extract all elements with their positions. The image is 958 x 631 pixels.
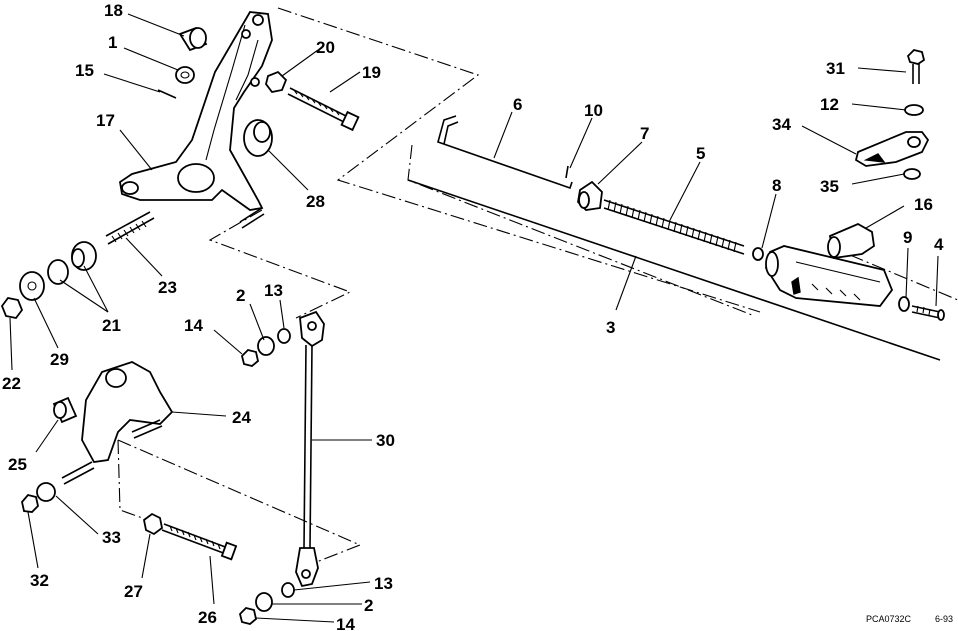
callout-34: 34 (772, 115, 791, 134)
callout-10: 10 (584, 101, 603, 120)
callout-27: 27 (124, 582, 143, 601)
ring-8 (752, 247, 764, 261)
cap-28 (243, 119, 273, 157)
callout-6: 6 (513, 95, 522, 114)
leader-lines (9, 13, 939, 623)
callout-7: 7 (640, 124, 649, 143)
callout-29: 29 (50, 350, 69, 369)
callout-31: 31 (826, 59, 845, 78)
callout-23: 23 (158, 278, 177, 297)
bolt-19 (265, 70, 360, 132)
phantom-lines (117, 7, 958, 571)
callout-5: 5 (696, 144, 705, 163)
lever-34 (854, 131, 930, 167)
callout-35: 35 (820, 177, 839, 196)
callout-9: 9 (903, 228, 912, 247)
bushing-18 (178, 26, 208, 52)
callout-21: 21 (102, 316, 121, 335)
bushing-25 (52, 396, 78, 424)
pin-15 (157, 89, 177, 99)
callout-17: 17 (96, 111, 115, 130)
lower-lever-24 (61, 361, 174, 485)
callout-12: 12 (820, 95, 839, 114)
callout-14-upper: 14 (184, 316, 203, 335)
bushing-21 (47, 241, 97, 285)
washer-13-lower (281, 582, 295, 598)
callout-16: 16 (914, 195, 933, 214)
bent-rod-6 (437, 115, 573, 190)
callout-2-upper: 2 (236, 286, 245, 305)
callout-25: 25 (8, 455, 27, 474)
callout-24: 24 (232, 408, 251, 427)
washer-29 (19, 271, 45, 301)
washer-9 (898, 296, 910, 312)
callout-14-lower: 14 (336, 615, 355, 631)
bolt-26 (143, 512, 238, 561)
figure-date: 6-93 (935, 614, 953, 624)
nut-14-lower (239, 607, 257, 625)
callout-3: 3 (606, 318, 615, 337)
callout-8: 8 (772, 176, 781, 195)
bellcrank-lever (119, 11, 273, 229)
nut-14-upper (241, 349, 259, 367)
washer-35 (903, 168, 921, 180)
figure-code: PCA0732C (866, 614, 912, 624)
nut-32 (21, 493, 39, 513)
nut-22 (0, 297, 24, 319)
callout-18: 18 (104, 1, 123, 20)
callout-19: 19 (362, 63, 381, 82)
callout-22: 22 (2, 374, 21, 393)
callout-32: 32 (30, 571, 49, 590)
spring-5 (603, 199, 745, 255)
callout-33: 33 (102, 528, 121, 547)
callout-4: 4 (934, 235, 944, 254)
callout-28: 28 (306, 192, 325, 211)
callout-26: 26 (198, 608, 217, 627)
washer-1 (175, 66, 195, 84)
washer-2-upper (257, 336, 275, 356)
callout-13-upper: 13 (264, 281, 283, 300)
nut-7 (577, 180, 603, 211)
washer-33 (36, 482, 56, 502)
callout-13-lower: 13 (374, 574, 393, 593)
washer-2-lower (255, 592, 273, 612)
callout-2-lower: 2 (364, 596, 373, 615)
washer-12 (904, 104, 924, 116)
housing-tube-3 (765, 222, 894, 307)
callout-1: 1 (108, 33, 117, 52)
callout-20: 20 (316, 38, 335, 57)
stud-23 (105, 211, 155, 245)
callout-30: 30 (376, 431, 395, 450)
bolt-31 (906, 49, 926, 84)
washer-13-upper (277, 328, 291, 344)
screw-4 (911, 305, 945, 321)
callout-15: 15 (75, 61, 94, 80)
link-rod-30 (295, 310, 325, 588)
pin-10 (565, 165, 569, 179)
